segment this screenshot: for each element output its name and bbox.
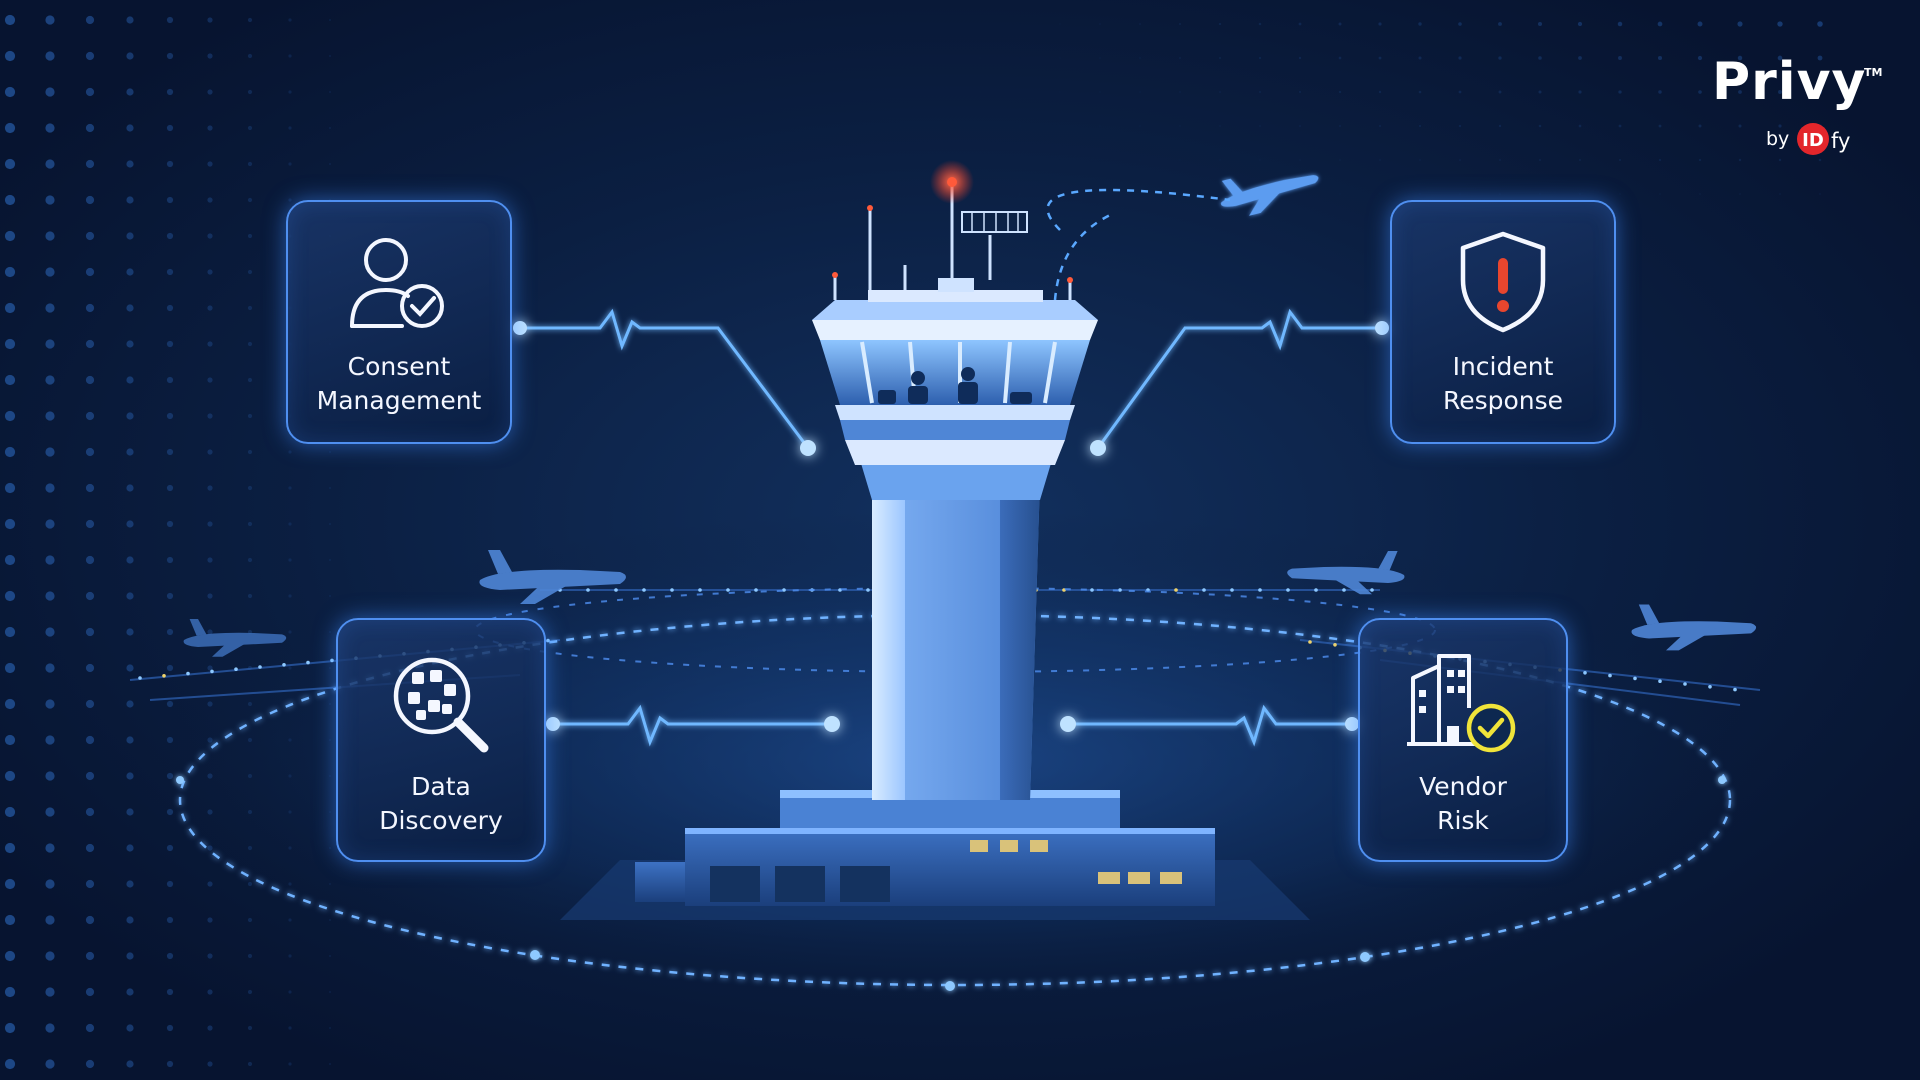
consent-label-line2: Management [288, 384, 510, 418]
svg-text:ID: ID [1802, 130, 1824, 151]
consent-label-line1: Consent [288, 350, 510, 384]
brand-name: Privy [1712, 52, 1866, 112]
vendor-label-line1: Vendor [1360, 770, 1566, 804]
privy-logo: Privy TM by ID fy [1708, 52, 1868, 162]
discovery-label-line1: Data [338, 770, 544, 804]
discovery-label-line2: Discovery [338, 804, 544, 838]
card-data-discovery[interactable]: Data Discovery [336, 618, 546, 862]
by-text: by [1766, 128, 1789, 150]
card-consent-management[interactable]: Consent Management [286, 200, 512, 444]
idfy-logo-icon: ID fy [1796, 121, 1866, 157]
trademark-mark: TM [1864, 66, 1882, 79]
svg-text:fy: fy [1831, 129, 1850, 153]
card-vendor-risk[interactable]: Vendor Risk [1358, 618, 1568, 862]
incident-label-line1: Incident [1392, 350, 1614, 384]
shield-alert-icon [1453, 228, 1553, 336]
building-check-icon [1403, 648, 1523, 758]
user-check-icon [344, 232, 454, 332]
card-incident-response[interactable]: Incident Response [1390, 200, 1616, 444]
data-search-icon [386, 650, 496, 760]
incident-label-line2: Response [1392, 384, 1614, 418]
vendor-label-line2: Risk [1360, 804, 1566, 838]
